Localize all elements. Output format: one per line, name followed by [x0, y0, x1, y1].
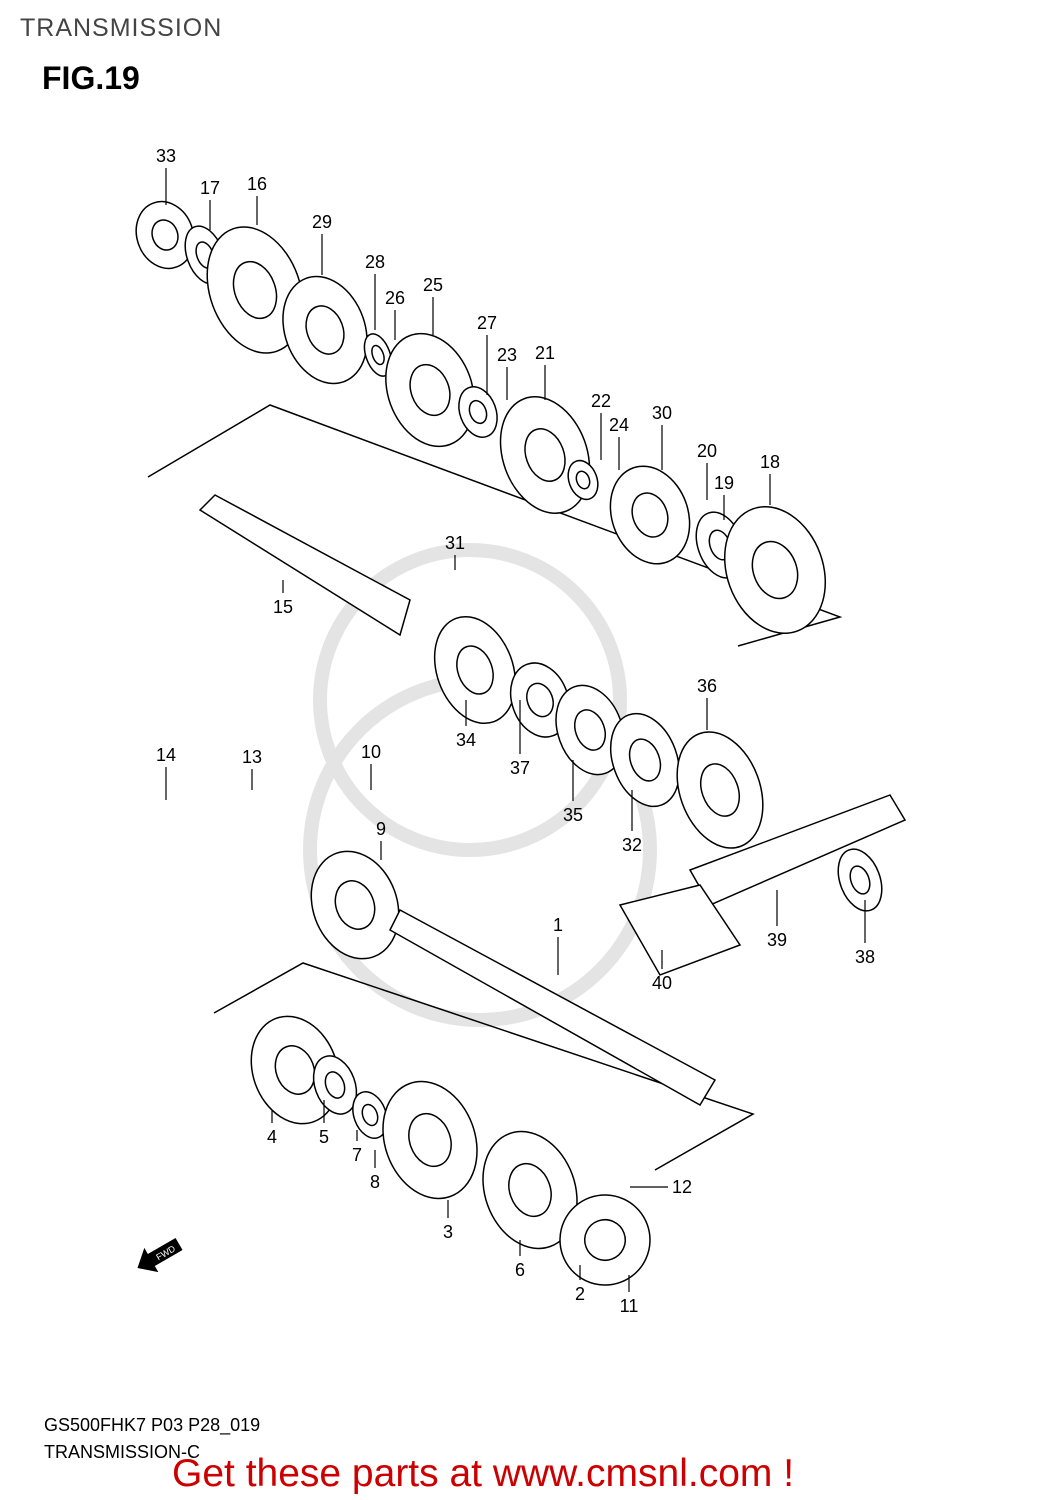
part-label-34[interactable]: 34 — [456, 730, 476, 750]
part-label-15[interactable]: 15 — [273, 597, 293, 617]
part-label-10[interactable]: 10 — [361, 742, 381, 762]
part-label-22[interactable]: 22 — [591, 391, 611, 411]
part-label-25[interactable]: 25 — [423, 275, 443, 295]
part-label-20[interactable]: 20 — [697, 441, 717, 461]
part-label-27[interactable]: 27 — [477, 313, 497, 333]
part-label-18[interactable]: 18 — [760, 452, 780, 472]
part-label-6[interactable]: 6 — [515, 1260, 525, 1280]
part-label-36[interactable]: 36 — [697, 676, 717, 696]
fwd-arrow-icon: FWD — [137, 1237, 183, 1273]
part-label-19[interactable]: 19 — [714, 473, 734, 493]
part-label-4[interactable]: 4 — [267, 1127, 277, 1147]
part-label-21[interactable]: 21 — [535, 343, 555, 363]
part-label-39[interactable]: 39 — [767, 930, 787, 950]
page-header-title: TRANSMISSION — [20, 14, 223, 42]
driveshaft — [389, 908, 717, 1107]
part-label-26[interactable]: 26 — [385, 288, 405, 308]
part-label-11[interactable]: 11 — [620, 1296, 639, 1316]
part-label-29[interactable]: 29 — [312, 212, 332, 232]
part-label-28[interactable]: 28 — [365, 252, 385, 272]
part-label-5[interactable]: 5 — [319, 1127, 329, 1147]
figure-number: FIG.19 — [42, 60, 140, 96]
part-label-9[interactable]: 9 — [376, 819, 386, 839]
part-label-23[interactable]: 23 — [497, 345, 517, 365]
part-label-40[interactable]: 40 — [652, 973, 672, 993]
part-label-32[interactable]: 32 — [622, 835, 642, 855]
part-label-8[interactable]: 8 — [370, 1172, 380, 1192]
promo-link[interactable]: Get these parts at www.cmsnl.com ! — [172, 1452, 795, 1495]
part-label-35[interactable]: 35 — [563, 805, 583, 825]
model-code: GS500FHK7 P03 P28_019 — [44, 1415, 261, 1435]
part-label-24[interactable]: 24 — [609, 415, 629, 435]
part-label-1[interactable]: 1 — [553, 915, 563, 935]
part-label-17[interactable]: 17 — [200, 178, 220, 198]
part-label-2[interactable]: 2 — [575, 1284, 585, 1304]
part-label-13[interactable]: 13 — [242, 747, 262, 767]
part-label-16[interactable]: 16 — [247, 174, 267, 194]
part-label-33[interactable]: 33 — [156, 146, 176, 166]
section-name: TRANSMISSION-C — [44, 1442, 201, 1462]
part-label-38[interactable]: 38 — [855, 947, 875, 967]
part-label-3[interactable]: 3 — [443, 1222, 453, 1242]
part-label-7[interactable]: 7 — [352, 1145, 362, 1165]
countershaft — [198, 494, 411, 637]
part-label-14[interactable]: 14 — [156, 745, 176, 765]
part-label-30[interactable]: 30 — [652, 403, 672, 423]
chain-joint-set — [618, 884, 742, 976]
part-label-37[interactable]: 37 — [510, 758, 530, 778]
part-label-12[interactable]: 12 — [672, 1177, 692, 1197]
part-label-31[interactable]: 31 — [445, 533, 465, 553]
